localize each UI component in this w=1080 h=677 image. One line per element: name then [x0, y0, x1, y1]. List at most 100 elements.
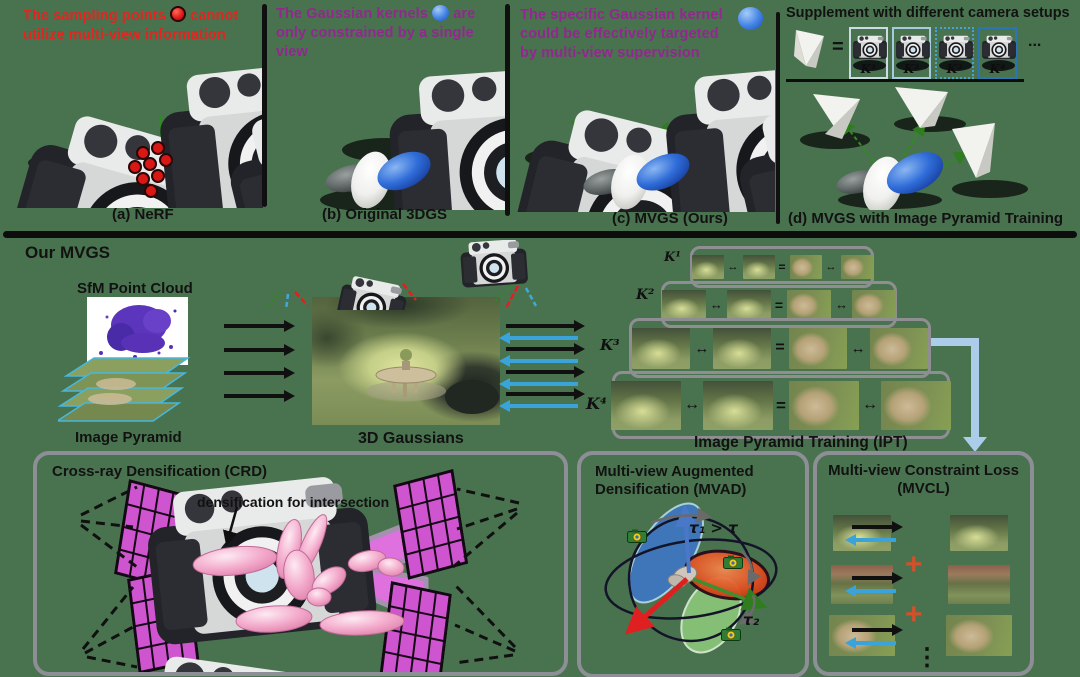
swap-arrow: ↔ — [835, 297, 849, 312]
swap-arrow: ↔ — [709, 297, 723, 312]
vertical-ellipsis: ⋮ — [915, 644, 939, 671]
camera-icon — [938, 33, 974, 61]
panel-d-scene — [800, 87, 1028, 210]
image-plane-grid — [393, 469, 469, 580]
ipt-row-label: K⁴ — [586, 394, 607, 413]
section-divider — [3, 231, 1077, 238]
panel-b-text: The Gaussian kernels are only constraine… — [276, 5, 506, 62]
equals-symbol: = — [776, 395, 786, 415]
view-image — [946, 615, 1012, 656]
gaussian-kernel-icon — [432, 5, 450, 21]
ipt-row-label: K³ — [600, 336, 620, 354]
panel-d-title: Supplement with different camera setups — [786, 5, 1070, 21]
gaussian-blue — [377, 151, 431, 191]
view-image — [829, 615, 895, 656]
panel-c-text-line2: could be effectively targeted — [520, 26, 719, 42]
render-arrow-right — [506, 392, 576, 396]
mvgs-section-title: Our MVGS — [25, 243, 111, 262]
view-image — [948, 565, 1010, 604]
mvcl-arrow-right — [852, 628, 894, 632]
mini-camera-icon — [721, 627, 741, 641]
pyramid-image — [661, 289, 706, 320]
panel-a-caption: (a) NeRF — [112, 206, 174, 223]
ipt-row-label: K¹ — [664, 250, 681, 265]
mini-camera-icon — [627, 529, 647, 543]
swap-arrow: ↔ — [684, 396, 701, 413]
panel-a-text-line1-after: cannot — [190, 8, 239, 24]
plus-symbol: + — [905, 598, 923, 631]
sampling-point-icon — [170, 6, 187, 22]
densified-gaussians — [192, 514, 405, 636]
flow-arrow-right — [224, 324, 286, 328]
mvcl-box: Multi-view Constraint Loss (MVCL) + + ⋮ — [813, 451, 1034, 676]
image-pyramid-stack — [58, 357, 191, 422]
panel-divider — [776, 12, 780, 224]
panel-a-scene — [0, 38, 263, 208]
point-cloud-blob — [99, 305, 177, 359]
pyramid-image — [726, 289, 771, 320]
frustum-icon — [794, 30, 824, 68]
mvcl-arrow-left — [854, 589, 896, 593]
supervise-arrow-left — [508, 336, 578, 340]
image-pyramid-label: Image Pyramid — [75, 429, 182, 446]
camera-shadow — [896, 60, 929, 71]
camera-setup-box-2: K² — [892, 27, 931, 79]
flow-arrow-right — [224, 348, 286, 352]
ipt-row-4: ↔ = ↔ — [611, 371, 951, 439]
camera-setup-label: K² — [903, 62, 920, 76]
flow-arrow-right — [224, 394, 286, 398]
camera-setup-label: K³ — [946, 62, 963, 76]
view-image — [833, 515, 891, 551]
pyramid-image — [742, 255, 775, 279]
ipt-label: Image Pyramid Training (IPT) — [694, 434, 908, 451]
swap-arrow: ↔ — [694, 339, 710, 357]
3d-gaussians-render — [312, 297, 500, 425]
panel-b-scene — [320, 40, 506, 210]
panel-c-text-line3: by multi-view supervision — [520, 45, 700, 61]
pyramid-image — [880, 380, 951, 430]
pyramid-image — [632, 327, 691, 369]
pyramid-image — [840, 255, 873, 279]
pyramid-layer — [58, 402, 182, 422]
ipt-to-mvcl-arrow — [925, 338, 979, 346]
camera-icon — [460, 240, 529, 288]
camera-icon — [981, 33, 1017, 61]
mvcl-title-line1: Multi-view Constraint Loss — [828, 462, 1019, 479]
pyramid-image — [703, 380, 774, 430]
supervise-arrow-left — [508, 359, 578, 363]
gaussian-white — [611, 154, 649, 210]
camera-setup-box-4: K⁴ — [978, 27, 1017, 79]
camera-setup-label: K¹ — [860, 62, 877, 76]
crd-title: Cross-ray Densification (CRD) — [52, 463, 268, 480]
view-image — [831, 565, 893, 604]
pyramid-image — [788, 327, 847, 369]
render-arrow-right — [506, 324, 576, 328]
sfm-point-cloud-image — [87, 297, 188, 365]
panel-c-scene — [511, 40, 775, 212]
panel-b-text-line1-before: The Gaussian kernels — [276, 6, 428, 22]
camera-setup-box-1: K¹ — [849, 27, 888, 79]
camera-icon — [852, 33, 888, 61]
camera-setup-box-3: K³ — [935, 27, 974, 79]
view-frustum — [813, 94, 860, 139]
panel-d-caption: (d) MVGS with Image Pyramid Training — [788, 210, 1064, 227]
render-arrow-right — [506, 347, 576, 351]
equals-symbol: = — [775, 339, 785, 356]
mvcl-arrow-left — [854, 538, 896, 542]
swap-arrow: ↔ — [861, 396, 878, 413]
ipt-row-label: K² — [636, 287, 655, 303]
camera-shadow — [939, 60, 972, 71]
camera-icon — [895, 33, 931, 61]
supervise-arrow-left — [508, 404, 578, 408]
gaussian-blue — [886, 152, 944, 194]
ipt-row-1: ↔ = ↔ — [690, 246, 874, 288]
mvcl-arrow-left — [854, 641, 896, 645]
sfm-point-cloud-label: SfM Point Cloud — [77, 280, 193, 297]
pyramid-image — [713, 327, 772, 369]
view-frustum — [895, 87, 948, 128]
pyramid-image — [789, 255, 822, 279]
3d-gaussians-label: 3D Gaussians — [358, 430, 464, 447]
pyramid-image — [852, 289, 897, 320]
pyramid-image — [869, 327, 928, 369]
